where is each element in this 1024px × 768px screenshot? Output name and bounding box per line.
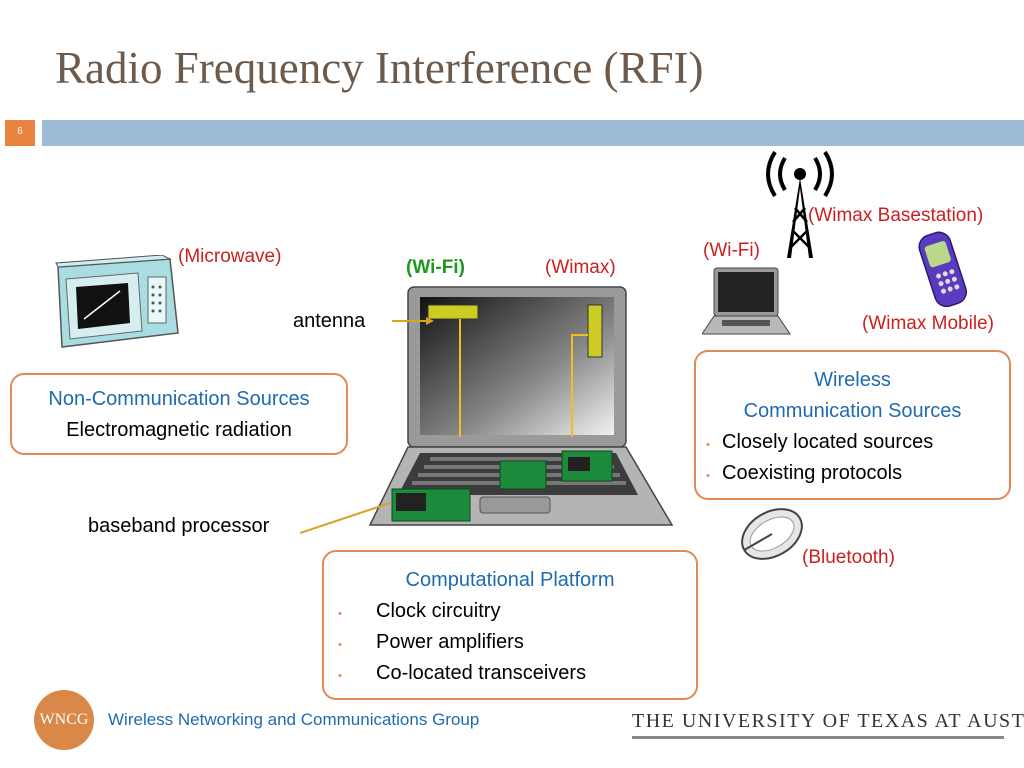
antenna-label: antenna — [293, 310, 366, 332]
footer-university: THE UNIVERSITY OF TEXAS AT AUSTIN — [632, 710, 1024, 732]
non-communication-heading: Non-Communication Sources — [48, 388, 310, 410]
microwave-label: (Microwave) — [178, 246, 282, 267]
wncg-logo: WNCG — [34, 690, 94, 750]
wireless-communication-box: Wireless Communication Sources • Closely… — [694, 350, 1011, 500]
wifi-laptop-label: (Wi-Fi) — [406, 257, 465, 278]
laptop-icon — [300, 286, 674, 534]
list-item: • Closely located sources — [706, 431, 934, 453]
wireless-heading-line2: Communication Sources — [743, 400, 962, 422]
baseband-label: baseband processor — [88, 515, 270, 537]
slide-number: 6 — [5, 120, 35, 146]
bullet-icon: • — [338, 639, 342, 651]
wifi-remote-label: (Wi-Fi) — [703, 240, 760, 261]
bullet-icon: • — [338, 608, 342, 620]
list-item: • Clock circuitry — [338, 600, 501, 622]
wimax-basestation-label: (Wimax Basestation) — [808, 205, 984, 226]
bullet-icon: • — [338, 670, 342, 682]
bullet-icon: • — [706, 470, 710, 482]
list-item: • Power amplifiers — [338, 631, 524, 653]
computational-heading: Computational Platform — [405, 569, 615, 591]
wimax-mobile-label: (Wimax Mobile) — [862, 313, 994, 334]
bullet-icon: • — [706, 439, 710, 451]
microwave-icon — [55, 255, 179, 348]
list-item: • Coexisting protocols — [706, 462, 903, 484]
non-communication-text: Electromagnetic radiation — [66, 419, 292, 441]
footer-divider — [632, 736, 1004, 739]
footer-group-name: Wireless Networking and Communications G… — [108, 710, 480, 729]
radio-tower-icon — [766, 150, 834, 258]
bluetooth-label: (Bluetooth) — [802, 547, 895, 568]
non-communication-box: Non-Communication Sources Electromagneti… — [10, 373, 348, 455]
mouse-icon — [741, 508, 803, 560]
page-title: Radio Frequency Interference (RFI) — [55, 43, 704, 93]
wimax-laptop-label: (Wimax) — [545, 257, 616, 278]
list-item: • Co-located transceivers — [338, 662, 587, 684]
wireless-heading: Wireless — [814, 369, 891, 391]
title-divider-bar — [42, 120, 1024, 146]
mobile-phone-icon — [918, 231, 968, 308]
small-laptop-icon — [702, 267, 791, 335]
computational-platform-box: Computational Platform • Clock circuitry… — [322, 550, 698, 700]
